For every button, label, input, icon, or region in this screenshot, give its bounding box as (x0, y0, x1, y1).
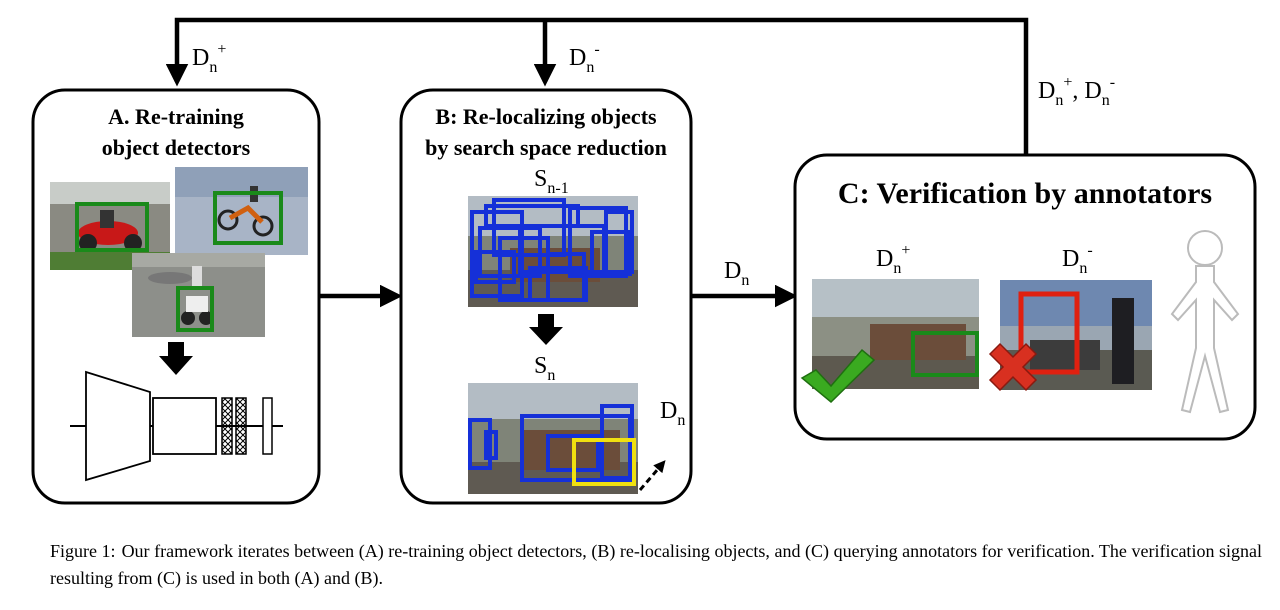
s-prev-label: Sn-1 (534, 166, 569, 197)
caption-label: Figure 1: (50, 541, 116, 561)
dn-mid-label: Dn (724, 258, 749, 289)
panel-b: B: Re-localizing objects by search space… (399, 88, 693, 505)
training-photo-jump (175, 167, 308, 255)
verified-image-accepted (812, 279, 979, 389)
panel-a-title-line2: object detectors (102, 135, 251, 160)
feedback-loop (165, 17, 1029, 155)
proposals-image-reduced (468, 383, 638, 494)
panel-b-title-line1: B: Re-localizing objects (435, 104, 657, 129)
caption-text: Our framework iterates between (A) re-tr… (50, 541, 1262, 588)
dn-output-label: Dn (660, 398, 685, 429)
panel-a: A. Re-training object detectors (31, 88, 321, 505)
s-cur-label: Sn (534, 353, 555, 384)
verified-image-rejected (1000, 280, 1152, 390)
cnn-network-icon (70, 370, 283, 482)
annotator-figure-icon (1170, 230, 1240, 414)
figure-caption: Figure 1:Our framework iterates between … (50, 538, 1262, 592)
dn-plus-minus-label: Dn+, Dn- (1038, 74, 1115, 109)
framework-diagram: Dn+ Dn- Dn+, Dn- A. Re-training object d… (31, 17, 1257, 505)
dn-plus-label-c: Dn+ (876, 242, 910, 277)
dn-output-arrow (638, 460, 666, 491)
check-icon (800, 348, 876, 404)
down-arrow-icon (159, 342, 193, 375)
proposals-image-dense (468, 196, 638, 307)
dn-minus-label-c: Dn- (1062, 242, 1093, 277)
cross-icon (988, 342, 1038, 392)
dn-plus-label-top: Dn+ (192, 41, 226, 76)
panel-b-title-line2: by search space reduction (425, 135, 667, 160)
panel-c-title: C: Verification by annotators (838, 177, 1212, 210)
training-photo-stunt (132, 253, 265, 337)
down-arrow-icon (529, 314, 563, 345)
dn-minus-label-top: Dn- (569, 41, 600, 76)
panel-c: C: Verification by annotators Dn+ Dn- (793, 153, 1257, 441)
panel-a-title-line1: A. Re-training (108, 104, 244, 129)
